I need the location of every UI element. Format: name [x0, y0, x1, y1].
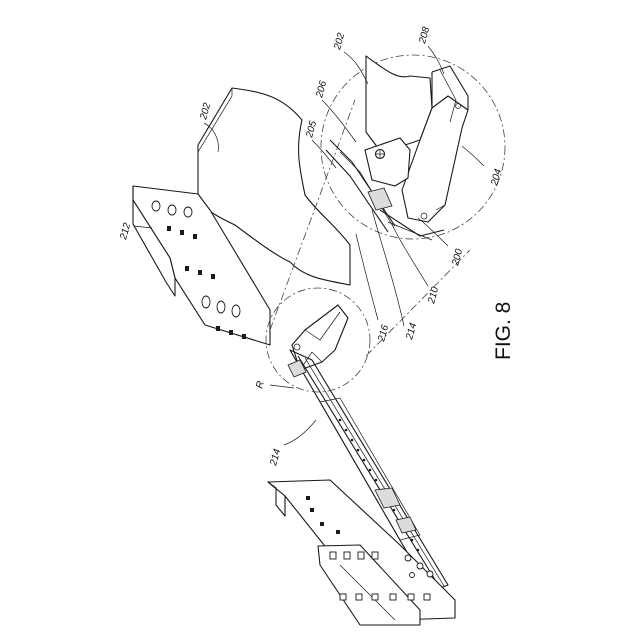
label-210: 210	[426, 285, 441, 305]
label-208: 208	[417, 25, 432, 45]
label-216: 216	[376, 323, 391, 343]
label-202-detail: 202	[332, 31, 347, 51]
label-204: 204	[489, 167, 504, 187]
detail-circle-large	[321, 55, 505, 240]
label-205: 205	[304, 119, 319, 139]
label-212: 212	[118, 221, 133, 241]
label-206: 206	[314, 79, 329, 99]
label-214-detail: 214	[404, 321, 419, 341]
label-214-main: 214	[268, 447, 283, 467]
figure-caption: FIG. 8	[492, 302, 515, 360]
label-R: R	[254, 380, 266, 390]
label-202-main: 202	[198, 101, 213, 121]
label-200: 200	[450, 247, 465, 267]
